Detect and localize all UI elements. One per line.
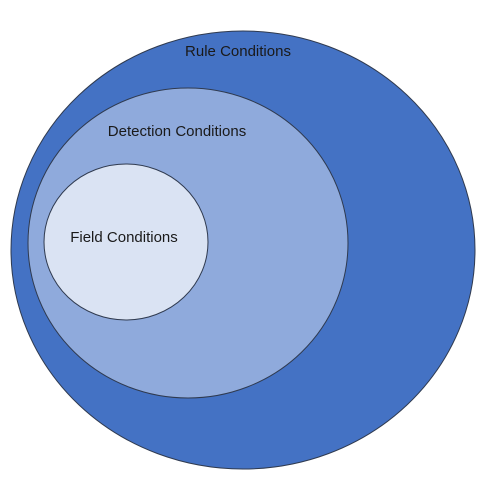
field-conditions-label: Field Conditions	[70, 229, 178, 246]
rule-conditions-label: Rule Conditions	[185, 43, 291, 60]
detection-conditions-label: Detection Conditions	[108, 123, 246, 140]
field-conditions-circle	[43, 163, 209, 321]
